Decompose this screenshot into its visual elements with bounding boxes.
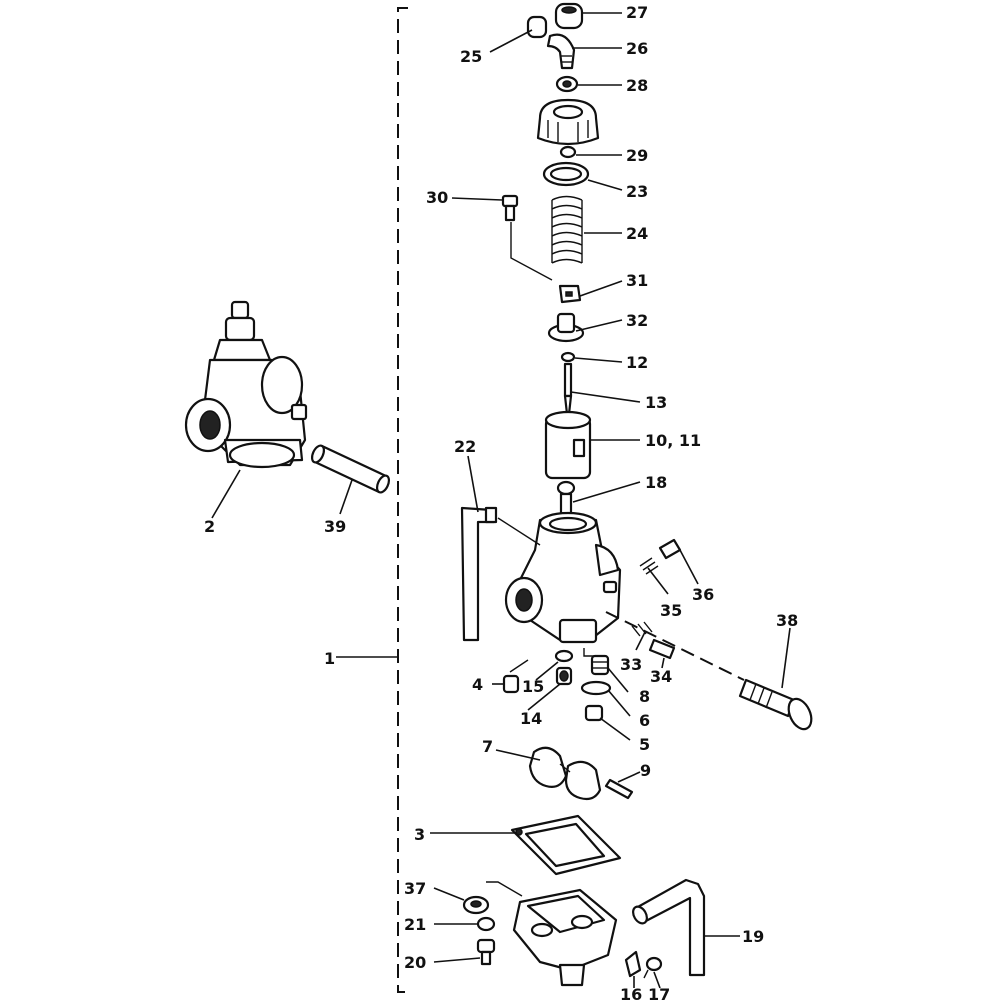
label-7: 7: [482, 737, 493, 756]
spring-35: [639, 557, 659, 575]
needle-jet-18: [556, 480, 576, 518]
screw-36: [658, 538, 682, 560]
label-5: 5: [639, 735, 650, 754]
hose-19: [632, 878, 706, 977]
screw-30: [501, 194, 519, 222]
label-12: 12: [626, 353, 648, 372]
label-13: 13: [645, 393, 667, 412]
leader-30-31: [510, 222, 553, 281]
label-3: 3: [414, 825, 425, 844]
label-29: 29: [626, 146, 648, 165]
label-28: 28: [626, 76, 648, 95]
label-19: 19: [742, 927, 764, 946]
label-17: 17: [648, 985, 670, 1000]
label-4: 4: [472, 675, 483, 694]
label-31: 31: [626, 271, 648, 290]
label-1: 1: [324, 649, 335, 668]
adjuster-26: [546, 33, 576, 70]
throttle-valve-10-11: [544, 410, 592, 480]
label-35: 35: [660, 601, 682, 620]
label-8: 8: [639, 687, 650, 706]
label-39: 39: [324, 517, 346, 536]
plug-37: [462, 895, 490, 915]
gasket-6: [580, 680, 612, 696]
starter-plunger-38: [738, 678, 813, 731]
leader-8-body: [583, 648, 598, 657]
float-chamber-bowl: [512, 888, 618, 987]
jet-needle-13: [563, 362, 573, 416]
cap-27: [554, 2, 584, 30]
label-22: 22: [454, 437, 476, 456]
float-chamber-gasket-3: [510, 814, 622, 876]
leader-37-bowl: [486, 881, 523, 897]
label-38: 38: [776, 611, 798, 630]
screw-5: [584, 704, 604, 722]
leader-4-body: [509, 659, 529, 673]
label-23: 23: [626, 182, 648, 201]
carburetor-body: [504, 511, 622, 644]
washer-29: [559, 145, 577, 159]
label-9: 9: [640, 761, 651, 780]
label-26: 26: [626, 39, 648, 58]
label-32: 32: [626, 311, 648, 330]
label-25: 25: [460, 47, 482, 66]
label-36: 36: [692, 585, 714, 604]
leader-22-body: [497, 517, 541, 546]
label-15: 15: [522, 677, 544, 696]
jet-4: [502, 674, 520, 694]
label-16: 16: [620, 985, 642, 1000]
hose-39: [310, 444, 391, 494]
label-14: 14: [520, 709, 542, 728]
label-10-11: 10, 11: [645, 431, 701, 450]
label-30: 30: [426, 188, 448, 207]
washer-28: [555, 75, 579, 93]
drain-screw-20: [476, 938, 496, 966]
hose-22: [460, 506, 498, 642]
label-33: 33: [620, 655, 642, 674]
label-21: 21: [404, 915, 426, 934]
label-6: 6: [639, 711, 650, 730]
washer-15: [554, 649, 574, 663]
leader-lines: [211, 12, 791, 989]
valve-seat-8: [590, 654, 610, 676]
plate-32: [547, 312, 585, 343]
label-27: 27: [626, 3, 648, 22]
assembly-bracket: [336, 7, 408, 993]
nut-25: [526, 15, 548, 39]
part-labels: 1 2 3 4 5 6 7 8 9 10, 11 12 13 14 15 16 …: [204, 3, 798, 1000]
float-7: [528, 746, 602, 801]
leader-38: [605, 611, 745, 681]
label-34: 34: [650, 667, 672, 686]
label-20: 20: [404, 953, 426, 972]
screw-17: [643, 956, 663, 979]
o-ring-21: [476, 916, 496, 932]
clip-16: [624, 950, 642, 978]
label-37: 37: [404, 879, 426, 898]
main-jet-14: [555, 666, 573, 686]
label-24: 24: [626, 224, 648, 243]
label-18: 18: [645, 473, 667, 492]
float-pin-9: [604, 778, 634, 800]
clip-31: [558, 284, 582, 304]
spring-24: [551, 195, 583, 264]
screw-34: [648, 638, 676, 660]
clip-12: [560, 351, 576, 363]
carburetor-assembly-complete: [184, 300, 308, 469]
gasket-23: [542, 161, 590, 187]
mixing-chamber-top-cap: [536, 98, 600, 146]
label-2: 2: [204, 517, 215, 536]
